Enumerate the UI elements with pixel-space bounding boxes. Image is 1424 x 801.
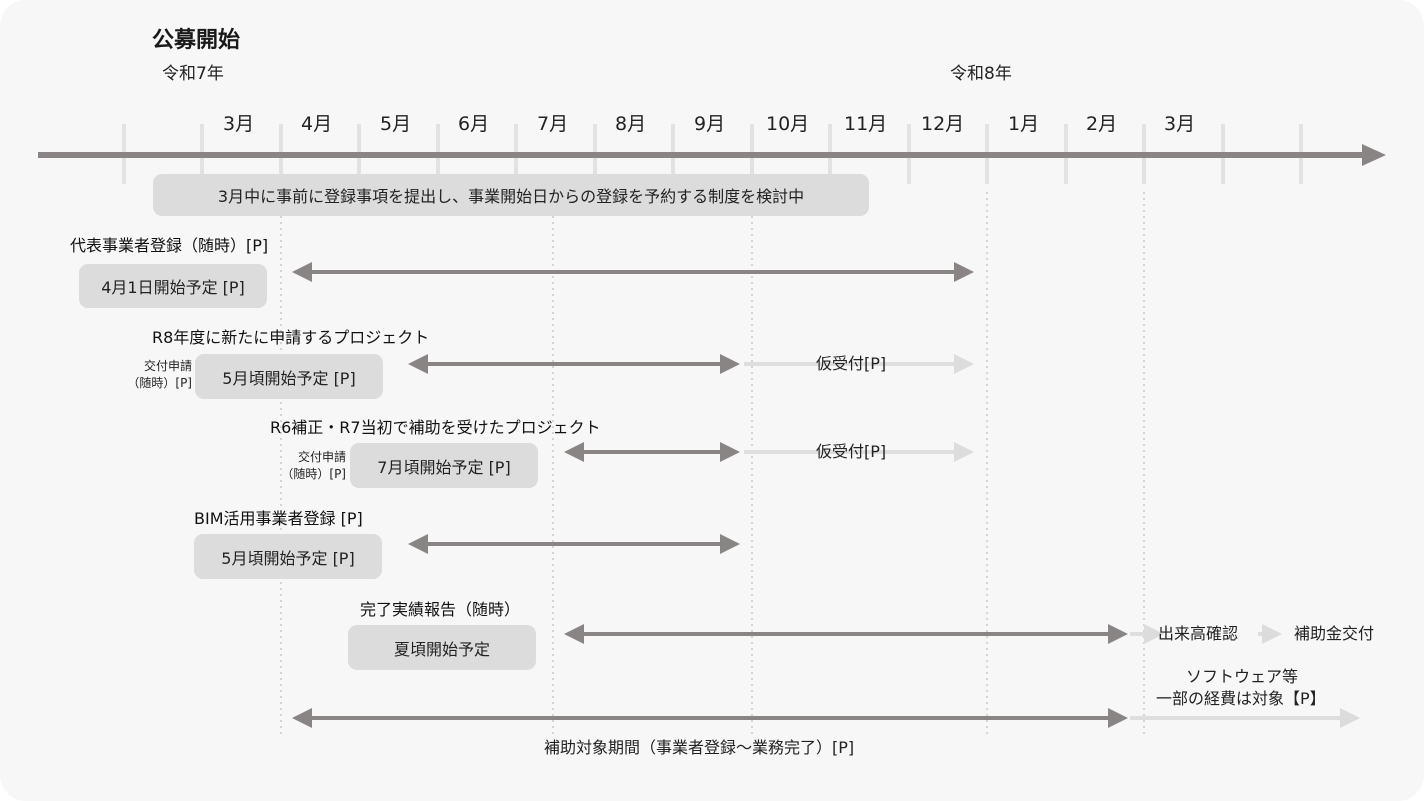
month-label: 1月 [1008, 113, 1040, 135]
r3-provisional-label: 仮受付[P] [816, 442, 887, 461]
month-label: 3月 [1164, 113, 1196, 135]
r3-small-label: 交付申請 （随時）[P] [280, 449, 346, 483]
era-label-r8: 令和8年 [950, 64, 1012, 84]
month-label: 12月 [921, 113, 965, 135]
r4-header: BIM活用事業者登録 [P] [194, 509, 363, 528]
r3-small-line1: 交付申請 [297, 450, 346, 464]
r6-note-line2: 一部の経費は対象【P】 [1156, 689, 1326, 708]
r2-header: R8年度に新たに申請するプロジェクト [152, 328, 430, 347]
r1-header: 代表事業者登録（随時）[P] [70, 236, 269, 255]
month-label: 9月 [694, 113, 726, 135]
r5-header: 完了実績報告（随時） [360, 600, 521, 619]
month-label: 4月 [301, 113, 333, 135]
dotted-guides [280, 192, 1145, 738]
r5-step2-label: 補助金交付 [1294, 624, 1375, 643]
month-label: 6月 [458, 113, 490, 135]
r2-start-box: 5月頃開始予定 [P] [195, 354, 383, 399]
month-label: 8月 [615, 113, 647, 135]
r3-header: R6補正・R7当初で補助を受けたプロジェクト [270, 418, 601, 437]
page-title: 公募開始 [152, 28, 241, 53]
r5-start-box: 夏頃開始予定 [348, 625, 536, 670]
r6-caption: 補助対象期間（事業者登録～業務完了）[P] [544, 738, 855, 757]
r2-small-label: 交付申請 （随時）[P] [124, 358, 192, 392]
month-label: 2月 [1086, 113, 1118, 135]
month-label: 3月 [223, 113, 255, 135]
axis-arrowhead-icon [1362, 144, 1386, 166]
r2-small-line1: 交付申請 [143, 359, 192, 373]
r3-small-line2: （随時）[P] [281, 467, 346, 481]
r3-start-box: 7月頃開始予定 [P] [350, 443, 538, 488]
r2-provisional-label: 仮受付[P] [816, 354, 887, 373]
month-label: 11月 [844, 113, 888, 135]
era-label-r7: 令和7年 [162, 64, 224, 84]
month-label: 7月 [537, 113, 569, 135]
r4-start-box: 5月頃開始予定 [P] [194, 534, 382, 579]
r5-step1-label: 出来高確認 [1158, 624, 1239, 643]
r2-small-line2: （随時）[P] [127, 376, 192, 390]
month-label: 10月 [766, 113, 810, 135]
r1-start-box: 4月1日開始予定 [P] [79, 264, 267, 308]
r6-note-line1: ソフトウェア等 [1186, 667, 1299, 686]
month-label: 5月 [380, 113, 412, 135]
pre-registration-banner: 3月中に事前に登録事項を提出し、事業開始日からの登録を予約する制度を検討中 [153, 174, 869, 216]
